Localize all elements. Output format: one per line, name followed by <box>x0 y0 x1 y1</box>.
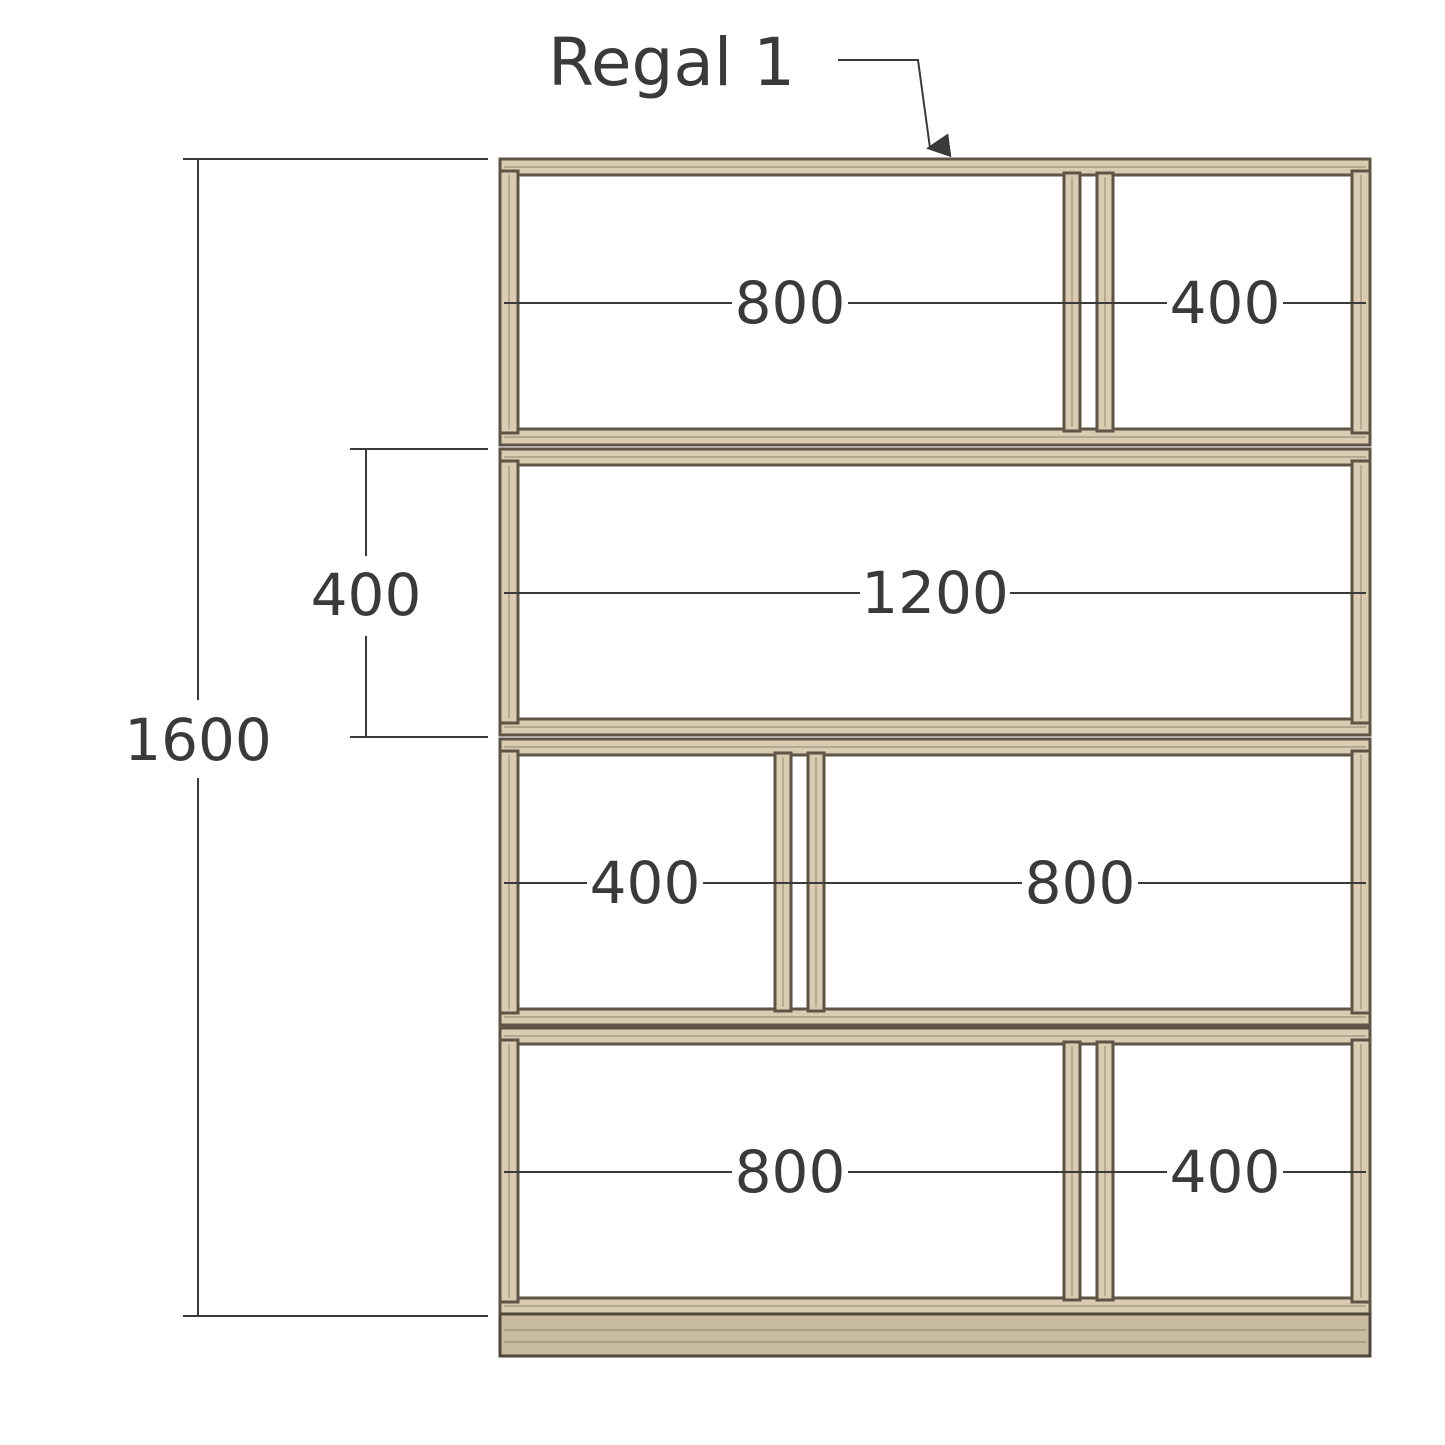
shelf-base-plinth <box>498 1312 1372 1358</box>
row-height-dimension: 400 <box>311 448 488 738</box>
cell-width-label: 800 <box>1025 849 1136 917</box>
total-height-dimension: 1600 <box>124 158 488 1317</box>
cell-width-label: 800 <box>735 1138 846 1206</box>
title-arrow <box>838 59 952 158</box>
cell-width-label: 400 <box>1170 1138 1281 1206</box>
cell-width-label: 800 <box>735 269 846 337</box>
shelf-unit <box>498 157 1372 1358</box>
row-height-label: 400 <box>311 561 422 629</box>
cell-width-label: 1200 <box>861 559 1009 627</box>
width-labels: 800 400 1200 400 800 800 400 <box>504 269 1366 1206</box>
cell-width-label: 400 <box>590 849 701 917</box>
total-height-label: 1600 <box>124 706 272 774</box>
cell-width-label: 400 <box>1170 269 1281 337</box>
drawing-title: Regal 1 <box>548 24 795 101</box>
